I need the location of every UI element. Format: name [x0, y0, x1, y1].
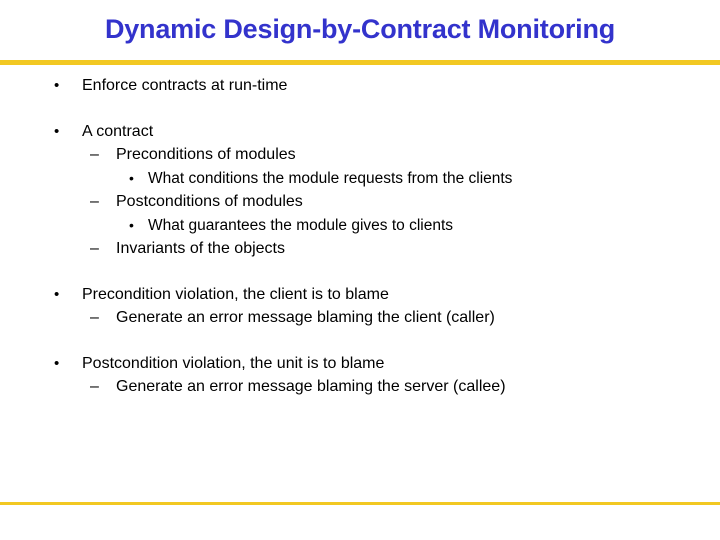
bullet-group: • Precondition violation, the client is t… [0, 283, 720, 330]
bullet-item-level-1: • A contract [0, 120, 720, 144]
bullet-item-level-1: • Postcondition violation, the unit is to… [0, 352, 720, 376]
dot-bullet-icon: • [54, 285, 60, 303]
bullet-text: Generate an error message blaming the cl… [116, 309, 495, 326]
dash-bullet-icon: – [90, 193, 99, 210]
bullet-group: • Enforce contracts at run-time [0, 74, 720, 98]
bullet-text: What guarantees the module gives to clie… [148, 216, 454, 234]
bullet-item-level-3: • What guarantees the module gives to cli… [0, 214, 720, 238]
bullet-item-level-1: • Enforce contracts at run-time [0, 74, 720, 98]
dash-bullet-icon: – [90, 378, 99, 395]
bullet-text: Invariants of the objects [116, 240, 285, 257]
bullet-group: • Postcondition violation, the unit is to… [0, 352, 720, 399]
dash-bullet-icon: – [90, 146, 99, 163]
bullet-text: What conditions the module requests from… [148, 169, 513, 187]
slide-title-block: Dynamic Design-by-Contract Monitoring [0, 14, 720, 44]
bullet-text: Generate an error message blaming the se… [116, 378, 506, 395]
bullet-item-level-2: –Invariants of the objects [0, 237, 720, 261]
bullet-item-level-2: –Postconditions of modules [0, 190, 720, 214]
dash-bullet-icon: – [90, 309, 99, 326]
footer-divider-rule [0, 502, 720, 505]
bullet-item-level-2: –Preconditions of modules [0, 143, 720, 167]
title-divider-rule [0, 60, 720, 65]
bullet-text: Enforce contracts at run-time [82, 77, 288, 94]
bullet-group: •A contract–Preconditions of modules•Wha… [0, 120, 720, 261]
dot-bullet-icon: • [54, 77, 60, 94]
bullet-text: Postcondition violation, the unit is to … [82, 354, 385, 372]
dot-bullet-icon: • [54, 122, 60, 140]
slide-body: • Enforce contracts at run-time • A contrac… [0, 74, 720, 399]
bullet-item-level-1: • Precondition violation, the client is t… [0, 283, 720, 307]
bullet-text: Preconditions of modules [116, 146, 296, 163]
dash-bullet-icon: – [90, 240, 99, 257]
bullet-item-level-2: –Generate an error message blaming the s… [0, 375, 720, 399]
dot-bullet-icon: • [129, 169, 134, 186]
bullet-item-level-2: –Generate an error message blaming the c… [0, 306, 720, 330]
bullet-text: Postconditions of modules [116, 193, 303, 210]
bullet-text: Precondition violation, the client is to… [82, 285, 389, 303]
dot-bullet-icon: • [54, 354, 60, 372]
page-title: Dynamic Design-by-Contract Monitoring [104, 14, 616, 44]
dot-bullet-icon: • [129, 216, 134, 233]
bullet-text: A contract [82, 122, 154, 140]
bullet-item-level-3: • What conditions the module requests fro… [0, 167, 720, 191]
